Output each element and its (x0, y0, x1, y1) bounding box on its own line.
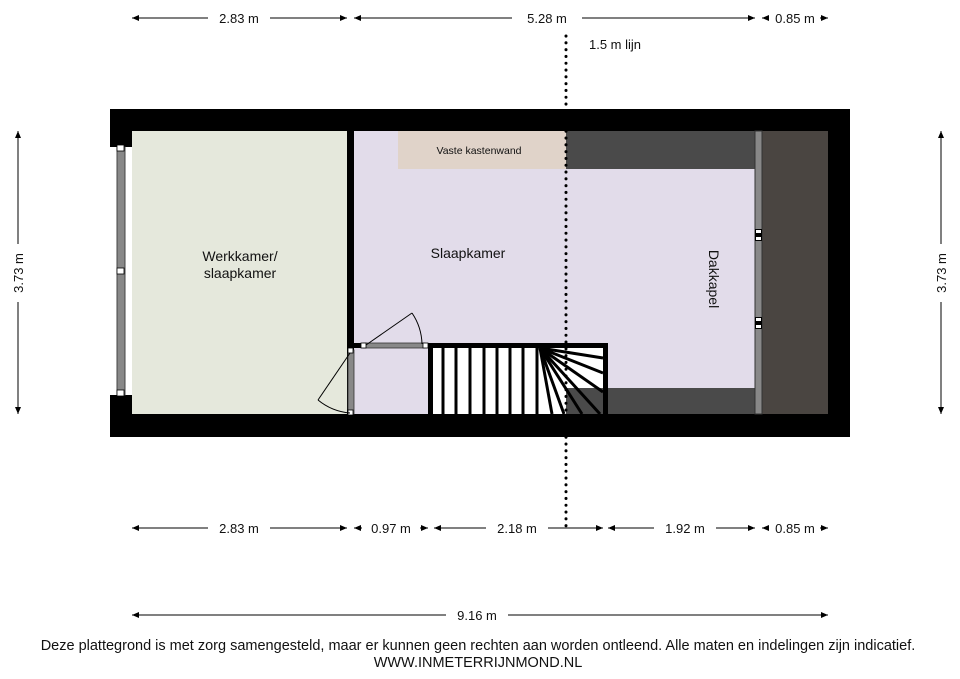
dimensions-vertical (15, 131, 944, 414)
dim-bottom-5: 0.85 m (775, 521, 815, 536)
dimensions-bottom (132, 525, 828, 618)
door-hall-slaapkamer[interactable] (360, 312, 429, 349)
room-label-werkkamer-2: slaapkamer (204, 265, 277, 281)
dim-bottom-4: 1.92 m (665, 521, 705, 536)
dim-top-3: 0.85 m (775, 11, 815, 26)
height-line-label: 1.5 m lijn (589, 37, 641, 52)
staircase (428, 343, 608, 416)
door-hall-werkkamer[interactable] (317, 347, 355, 416)
room-werkkamer (132, 131, 347, 414)
room-label-dakkapel: Dakkapel (706, 250, 722, 308)
room-label-slaapkamer: Slaapkamer (431, 245, 506, 261)
dim-left: 3.73 m (11, 253, 26, 293)
dim-bottom-1: 2.83 m (219, 521, 259, 536)
room-label-werkkamer: Werkkamer/ (202, 248, 277, 264)
dim-bottom-3: 2.18 m (497, 521, 537, 536)
dim-top-1: 2.83 m (219, 11, 259, 26)
dakkapel-window (754, 130, 763, 415)
footer-website: WWW.INMETERRIJNMOND.NL (374, 655, 583, 671)
hallway (354, 348, 428, 414)
dim-top-2: 5.28 m (527, 11, 567, 26)
dakkapel-strip (762, 131, 828, 414)
footer-disclaimer: Deze plattegrond is met zorg samengestel… (41, 638, 916, 654)
kastenwand (398, 131, 566, 169)
dim-bottom-2: 0.97 m (371, 521, 411, 536)
dim-total: 9.16 m (457, 608, 497, 623)
interior-wall (354, 343, 360, 348)
kastenwand-label: Vaste kastenwand (436, 145, 521, 157)
interior-wall (347, 131, 354, 348)
low-ceiling-top (566, 131, 755, 169)
dim-right: 3.73 m (934, 253, 949, 293)
